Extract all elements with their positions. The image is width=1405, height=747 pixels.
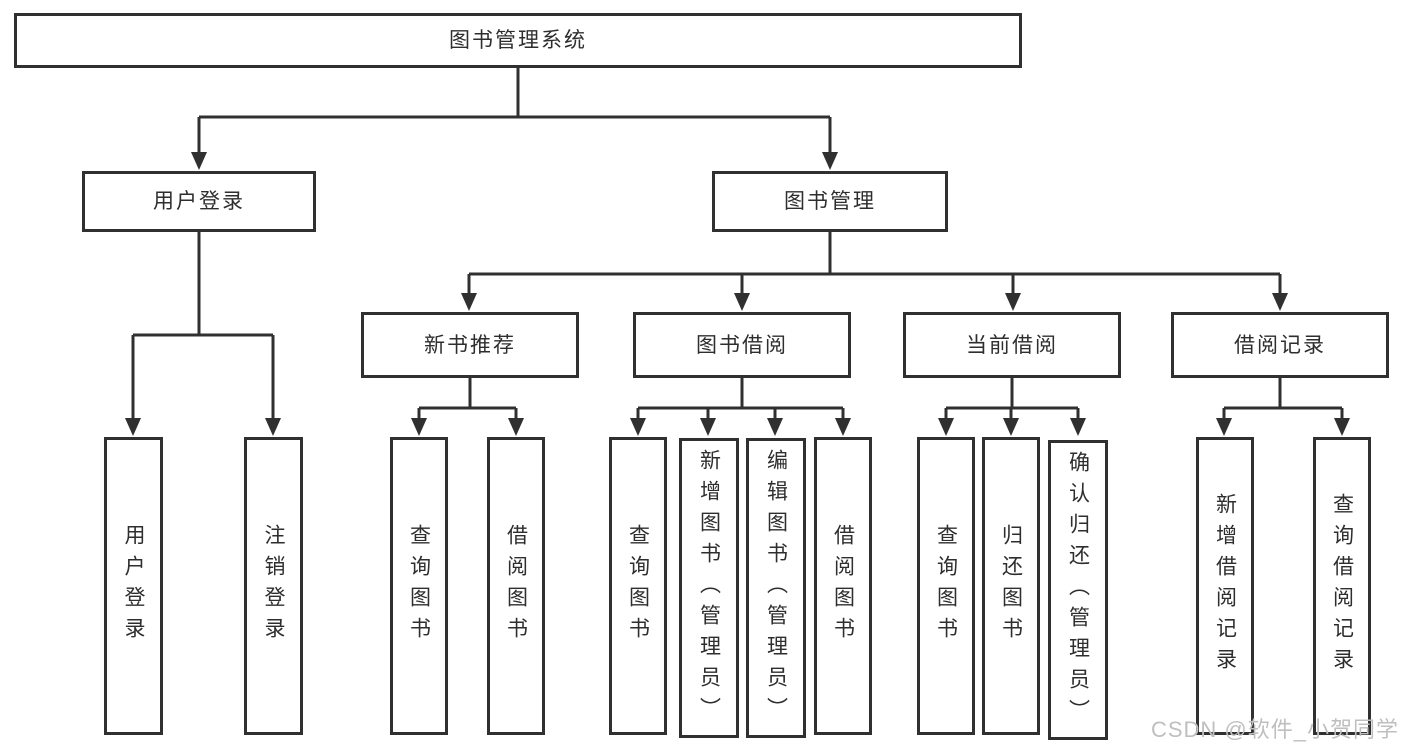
- leaf-borrow-books-recommend: 借阅图书: [487, 437, 545, 735]
- node-current-borrowing: 当前借阅: [903, 312, 1121, 378]
- leaf-confirm-return-admin: 确认归还（管理员）: [1048, 440, 1108, 740]
- leaf-user-login: 用户登录: [104, 437, 163, 735]
- leaf-query-books-current: 查询图书: [917, 437, 975, 735]
- leaf-add-borrow-record: 新增借阅记录: [1196, 437, 1254, 735]
- node-borrowing-records: 借阅记录: [1171, 312, 1389, 378]
- leaf-query-books-borrowing: 查询图书: [609, 437, 667, 735]
- leaf-edit-books-admin: 编辑图书（管理员）: [746, 438, 806, 738]
- leaf-query-books-recommend: 查询图书: [390, 437, 448, 735]
- csdn-watermark: CSDN @软件_小贺同学: [1150, 717, 1399, 742]
- node-book-borrowing: 图书借阅: [633, 312, 851, 378]
- node-library-system: 图书管理系统: [14, 13, 1022, 68]
- leaf-borrow-books-borrowing: 借阅图书: [814, 437, 872, 735]
- leaf-add-books-admin: 新增图书（管理员）: [679, 438, 739, 738]
- leaf-return-books: 归还图书: [982, 437, 1040, 735]
- node-user-login: 用户登录: [82, 171, 316, 232]
- node-new-book-recommend: 新书推荐: [361, 312, 579, 378]
- leaf-logout: 注销登录: [244, 437, 303, 735]
- leaf-query-borrow-record: 查询借阅记录: [1313, 437, 1371, 735]
- node-book-management: 图书管理: [712, 171, 948, 232]
